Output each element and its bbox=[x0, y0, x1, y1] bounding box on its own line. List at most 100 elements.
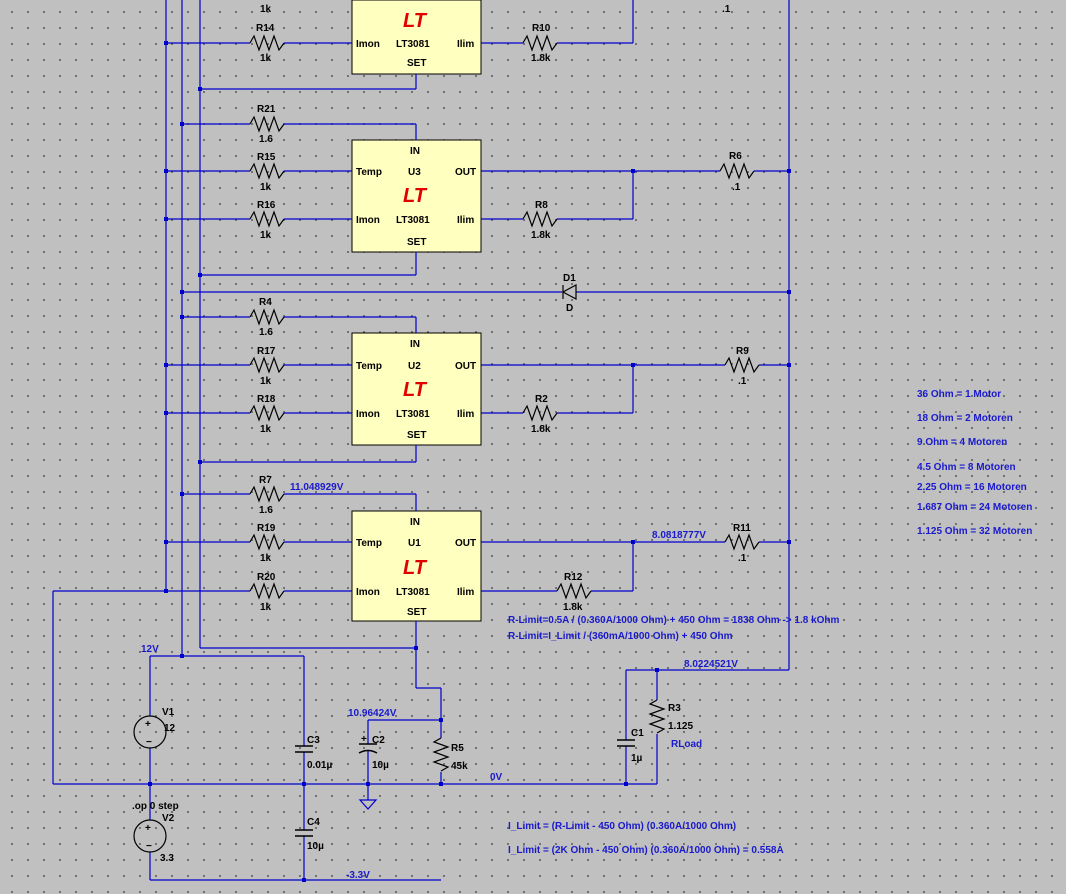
chip-top-part: LT3081 bbox=[396, 39, 430, 50]
c2-name: C2 bbox=[372, 735, 385, 746]
r19-value: 1k bbox=[260, 553, 272, 564]
lt-logo-u2: LT bbox=[403, 379, 428, 401]
r19-name: R19 bbox=[257, 523, 276, 534]
net-load: 8.0224521V bbox=[684, 659, 738, 670]
r-top-right-value: .1 bbox=[722, 4, 731, 15]
regulator-top: LT LT3081 Imon Ilim SET 1k .1 R14 1k R10… bbox=[166, 0, 731, 90]
r10-name: R10 bbox=[532, 23, 551, 34]
junctions bbox=[148, 41, 791, 882]
u2-temp: Temp bbox=[356, 361, 382, 372]
r8-value: 1.8k bbox=[531, 230, 551, 241]
motor-note-0: 36 Ohm = 1 Motor bbox=[917, 389, 1001, 400]
r11-name: R11 bbox=[733, 523, 751, 534]
r16-name: R16 bbox=[257, 200, 276, 211]
r-top-value: 1k bbox=[260, 4, 272, 15]
u1-set: SET bbox=[407, 607, 426, 618]
r17-value: 1k bbox=[260, 376, 272, 387]
motor-note-1: 18 Ohm = 2 Motoren bbox=[917, 413, 1013, 424]
u2-part: LT3081 bbox=[396, 409, 430, 420]
c1-name: C1 bbox=[631, 728, 644, 739]
net-r7: 11.048929V bbox=[290, 482, 344, 493]
motor-note-3: 4.5 Ohm = 8 Motoren bbox=[917, 462, 1016, 473]
u1-ilim: Ilim bbox=[457, 587, 474, 598]
u3-ilim: Ilim bbox=[457, 215, 474, 226]
net-12v: 12V bbox=[141, 644, 159, 655]
r5-value: 45k bbox=[451, 761, 468, 772]
r5-name: R5 bbox=[451, 743, 464, 754]
v2-name: V2 bbox=[162, 813, 175, 824]
u3-part: LT3081 bbox=[396, 215, 430, 226]
ilimit-note-1: I_Limit = (R-Limit - 450 Ohm) (0.360A/10… bbox=[508, 821, 736, 832]
chip-top-ilim: Ilim bbox=[457, 39, 474, 50]
net-set: 10.96424V bbox=[348, 708, 397, 719]
rlimit-note-2: R-Limit=I_Limit / (360mA/1000 Ohm) + 450… bbox=[508, 631, 733, 642]
u3-out: OUT bbox=[455, 167, 476, 178]
svg-text:−: − bbox=[146, 841, 152, 852]
motor-note-2: 9 Ohm = 4 Motoren bbox=[917, 437, 1007, 448]
r2-value: 1.8k bbox=[531, 424, 551, 435]
r4-value: 1.6 bbox=[259, 327, 273, 338]
ilimit-note-2: I_Limit = (2K Ohm - 450 Ohm) (0.360A/100… bbox=[508, 845, 784, 856]
u3-set: SET bbox=[407, 237, 426, 248]
c4-value: 10µ bbox=[307, 841, 324, 852]
r20-name: R20 bbox=[257, 572, 276, 583]
r14-name: R14 bbox=[256, 23, 275, 34]
v2-directive: .op 0 step bbox=[132, 801, 179, 812]
motor-note-6: 1.125 Ohm = 32 Motoren bbox=[917, 526, 1032, 537]
r7-name: R7 bbox=[259, 475, 272, 486]
lt-logo-u3: LT bbox=[403, 185, 428, 207]
motor-note-5: 1.687 Ohm = 24 Motoren bbox=[917, 502, 1032, 513]
v1-value: 12 bbox=[164, 723, 176, 734]
u2-out: OUT bbox=[455, 361, 476, 372]
r16-value: 1k bbox=[260, 230, 272, 241]
r9-value: .1 bbox=[738, 376, 747, 387]
r17-name: R17 bbox=[257, 346, 276, 357]
v2-value: 3.3 bbox=[160, 853, 174, 864]
u2-ref: U2 bbox=[408, 361, 421, 372]
u1-out: OUT bbox=[455, 538, 476, 549]
bus-wires bbox=[165, 0, 790, 670]
regulator-u3: IN Temp U3 OUT LT Imon LT3081 Ilim SET R… bbox=[166, 104, 789, 276]
r15-value: 1k bbox=[260, 182, 272, 193]
c3-value: 0.01µ bbox=[307, 760, 332, 771]
r6-name: R6 bbox=[729, 151, 742, 162]
u1-imon: Imon bbox=[356, 587, 380, 598]
c3-name: C3 bbox=[307, 735, 320, 746]
r20-value: 1k bbox=[260, 602, 272, 613]
diode-d1: D1 D bbox=[182, 273, 789, 314]
c1-value: 1µ bbox=[631, 753, 643, 764]
resistor-symbols bbox=[249, 34, 760, 772]
r3-label: RLoad bbox=[671, 739, 702, 750]
r6-value: .1 bbox=[732, 182, 741, 193]
u3-in: IN bbox=[410, 146, 420, 157]
r11-value: .1 bbox=[738, 553, 747, 564]
r15-name: R15 bbox=[257, 152, 276, 163]
u1-temp: Temp bbox=[356, 538, 382, 549]
u1-part: LT3081 bbox=[396, 587, 430, 598]
u2-in: IN bbox=[410, 339, 420, 350]
r12-name: R12 bbox=[564, 572, 583, 583]
net-gnd: 0V bbox=[490, 772, 503, 783]
power-section: + − V1 12 C3 0.01µ + C2 10µ R5 45k C1 1µ bbox=[52, 591, 789, 881]
r21-name: R21 bbox=[257, 104, 276, 115]
net-out: 8.0818777V bbox=[652, 530, 706, 541]
u1-in: IN bbox=[410, 517, 420, 528]
r12-value: 1.8k bbox=[563, 602, 583, 613]
d1-value: D bbox=[566, 303, 573, 314]
u2-ilim: Ilim bbox=[457, 409, 474, 420]
u3-imon: Imon bbox=[356, 215, 380, 226]
svg-text:+: + bbox=[361, 734, 367, 745]
svg-text:+: + bbox=[145, 719, 151, 730]
net-neg: -3.3V bbox=[346, 870, 370, 881]
regulator-u2: IN Temp U2 OUT LT Imon LT3081 Ilim SET R… bbox=[166, 297, 789, 463]
svg-text:+: + bbox=[145, 823, 151, 834]
r10-value: 1.8k bbox=[531, 53, 551, 64]
r9-name: R9 bbox=[736, 346, 749, 357]
lt-logo-u1: LT bbox=[403, 557, 428, 579]
r2-name: R2 bbox=[535, 394, 548, 405]
u3-ref: U3 bbox=[408, 167, 421, 178]
net-labels: 12V 11.048929V 8.0818777V 8.0224521V 10.… bbox=[141, 482, 738, 881]
rlimit-note-1: R-Limit=0.5A / (0.360A/1000 Ohm) + 450 O… bbox=[508, 615, 840, 626]
r3-value: 1.125 bbox=[668, 721, 693, 732]
